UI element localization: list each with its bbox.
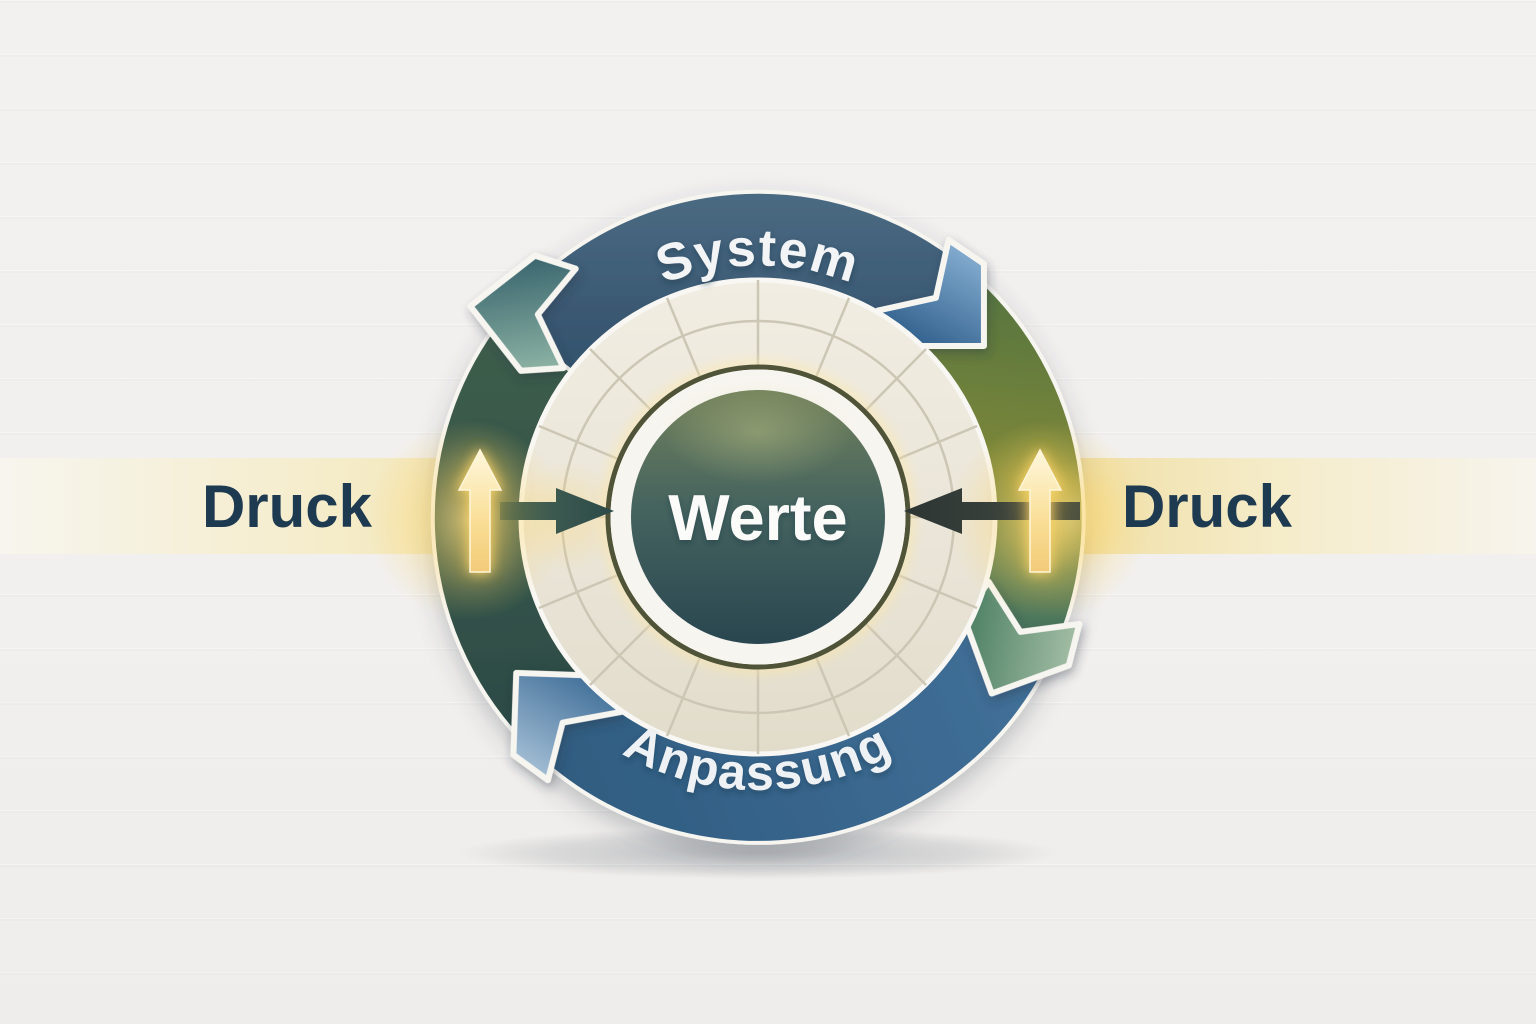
segment-divider	[538, 424, 619, 461]
segment-divider	[589, 348, 652, 411]
pressure-band-right	[1074, 458, 1536, 554]
ground-shadow	[458, 827, 1058, 879]
segment-divider	[538, 573, 619, 610]
segment-divider	[665, 656, 702, 737]
segment-divider	[865, 348, 927, 411]
arrow-into-center-icon	[500, 488, 614, 534]
segment-divider	[814, 297, 851, 378]
up-arrow-icon	[1017, 448, 1063, 573]
inner-dark-ring	[605, 364, 911, 670]
up-arrow-icon	[457, 448, 503, 573]
segment-divider	[665, 297, 702, 378]
segment-divider	[865, 623, 927, 686]
segment-divider	[897, 424, 978, 461]
pressure-label-right: Druck	[1122, 473, 1293, 540]
segment-divider	[589, 623, 652, 686]
segment-dividers	[521, 280, 995, 754]
segment-divider	[814, 656, 851, 737]
arrow-into-center-icon	[904, 488, 1080, 534]
pressure-label-left: Druck	[202, 473, 373, 540]
inner-white-ring	[610, 369, 906, 665]
glow-left	[368, 420, 568, 620]
center-label: Werte	[668, 481, 847, 554]
gold-arrows	[457, 448, 1063, 573]
center-highlight	[663, 380, 853, 484]
segment-divider	[897, 573, 978, 610]
